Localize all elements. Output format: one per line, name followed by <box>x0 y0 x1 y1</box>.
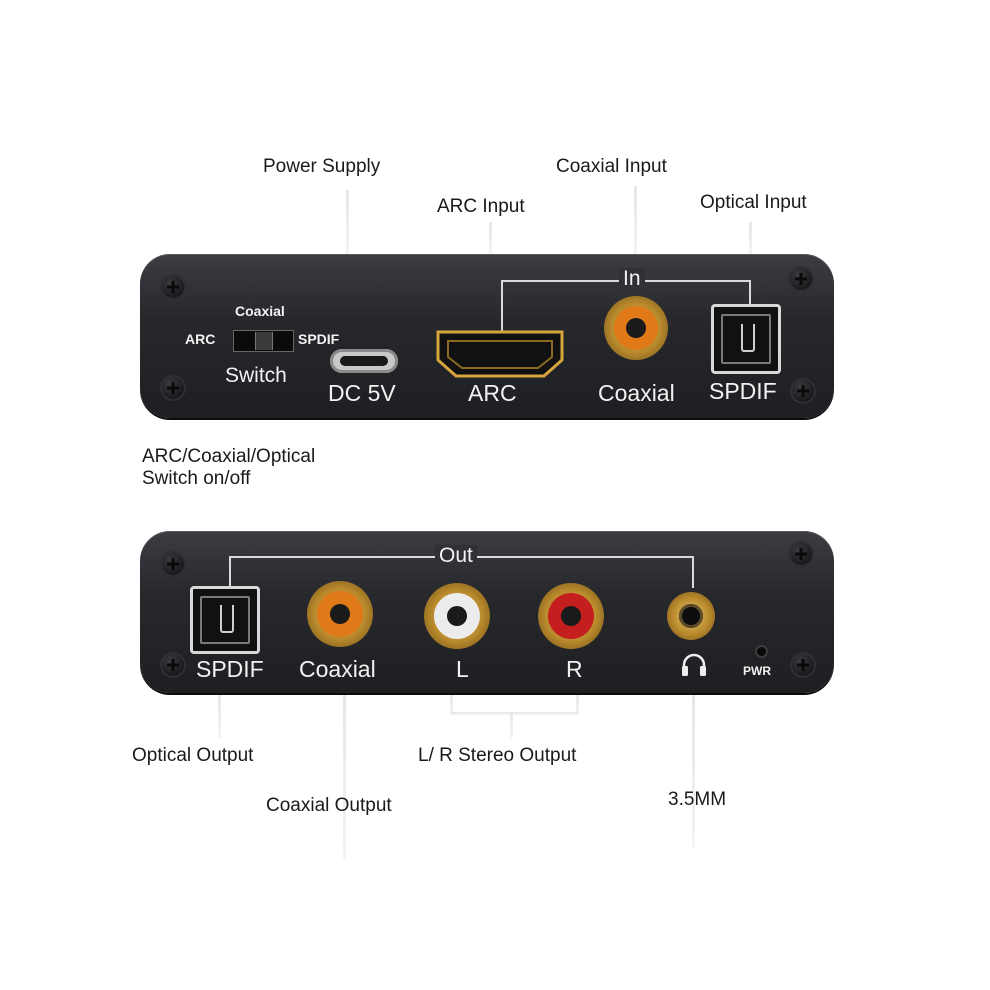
coaxial-output-port[interactable] <box>307 581 373 647</box>
output-panel: Out SPDIF Coaxial L R PWR <box>140 531 834 693</box>
right-label: R <box>566 656 583 682</box>
callout-coaxial-input: Coaxial Input <box>556 156 667 177</box>
screw-icon <box>160 652 186 678</box>
left-audio-output-port[interactable] <box>424 583 490 649</box>
hdmi-arc-port[interactable] <box>436 330 564 378</box>
switch-option-arc: ARC <box>185 331 216 347</box>
input-panel: In Coaxial ARC SPDIF Switch DC 5V ARC Co… <box>140 254 834 418</box>
screw-icon <box>790 378 816 404</box>
coaxial-input-port[interactable] <box>604 296 668 360</box>
leader-line <box>218 693 221 738</box>
coaxial-input-label: Coaxial <box>598 380 675 406</box>
callout-switch-desc-line2: Switch on/off <box>142 468 251 489</box>
input-selector-switch[interactable] <box>233 330 294 352</box>
screw-icon <box>160 551 186 577</box>
switch-option-coaxial: Coaxial <box>235 303 285 319</box>
dc-5v-port[interactable] <box>330 349 398 373</box>
pwr-label: PWR <box>743 664 771 678</box>
callout-power-supply: Power Supply <box>263 156 381 177</box>
callout-35mm: 3.5MM <box>668 789 727 810</box>
leader-line <box>749 222 752 254</box>
leader-line <box>510 712 513 738</box>
spdif-output-label: SPDIF <box>196 656 264 682</box>
arc-label: ARC <box>468 380 517 406</box>
leader-line <box>692 693 695 848</box>
output-group-label: Out <box>435 545 477 567</box>
right-audio-output-port[interactable] <box>538 583 604 649</box>
screw-icon <box>160 274 186 300</box>
spdif-input-label: SPDIF <box>709 378 777 404</box>
optical-output-port[interactable] <box>190 586 260 654</box>
callout-switch-desc-line1: ARC/Coaxial/Optical <box>142 446 316 467</box>
power-led <box>757 647 766 656</box>
screw-icon <box>790 652 816 678</box>
optical-input-port[interactable] <box>711 304 781 374</box>
switch-knob[interactable] <box>255 332 273 350</box>
leader-line <box>489 222 492 254</box>
headphone-icon <box>682 653 706 676</box>
input-group-label: In <box>619 268 645 290</box>
screw-icon <box>788 266 814 292</box>
switch-option-spdif: SPDIF <box>298 331 340 347</box>
screw-icon <box>160 375 186 401</box>
dc-5v-label: DC 5V <box>328 380 396 406</box>
leader-line <box>450 693 453 715</box>
headphone-jack-port[interactable] <box>667 592 715 640</box>
screw-icon <box>788 541 814 567</box>
coaxial-output-label: Coaxial <box>299 656 376 682</box>
callout-arc-input: ARC Input <box>437 196 525 217</box>
callout-optical-output: Optical Output <box>132 745 254 766</box>
callout-lr-stereo-output: L/ R Stereo Output <box>418 745 577 766</box>
leader-line <box>346 190 349 254</box>
leader-line <box>576 693 579 715</box>
callout-coaxial-output: Coaxial Output <box>266 795 392 816</box>
switch-label: Switch <box>225 364 287 387</box>
leader-line <box>343 693 346 859</box>
leader-line <box>450 712 579 715</box>
leader-line <box>634 186 637 254</box>
callout-optical-input: Optical Input <box>700 192 807 213</box>
left-label: L <box>456 656 469 682</box>
